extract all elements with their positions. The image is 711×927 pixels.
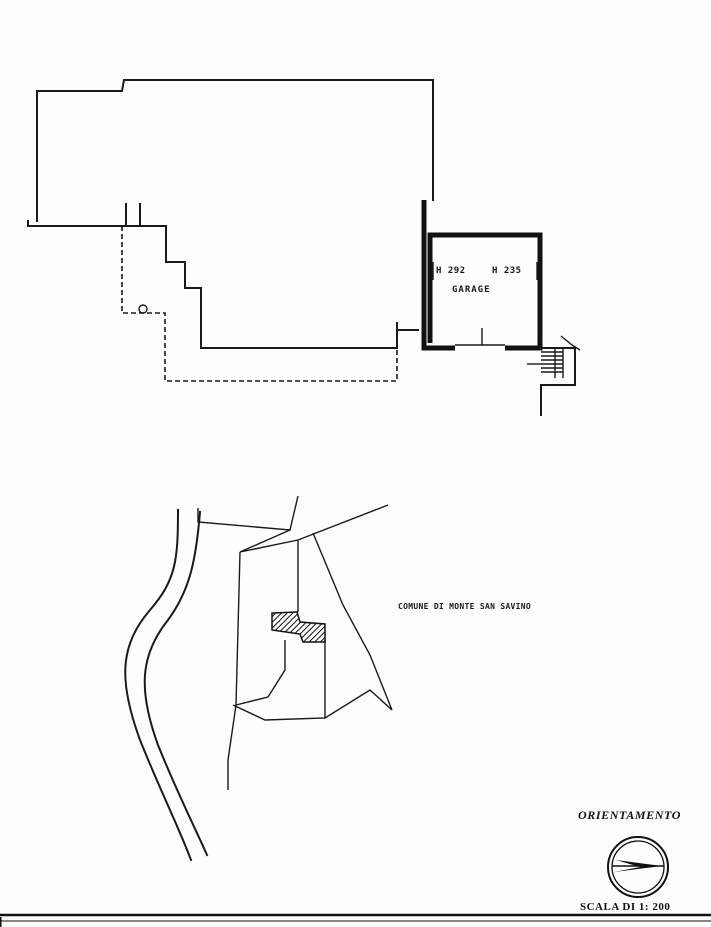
stair-arrow	[560, 335, 581, 351]
staircase-steps	[541, 348, 564, 378]
road-edge-right	[143, 510, 209, 857]
road-edge-left	[124, 508, 193, 862]
parcel-line	[232, 640, 326, 721]
municipality-label: COMUNE DI MONTE SAN SAVINO	[398, 602, 532, 611]
porch-dashed-outline	[121, 226, 398, 382]
parcel-line	[239, 504, 389, 553]
parcel-line	[227, 704, 237, 790]
parcel-line	[197, 495, 299, 531]
garage-outer-wall	[421, 200, 455, 351]
building-outline	[36, 79, 434, 222]
garage-height-right: H 235	[492, 266, 522, 276]
floor-plan	[27, 79, 581, 416]
orientation-title: ORIENTAMENTO	[578, 808, 682, 822]
parcel-line	[324, 689, 393, 719]
garage-label: GARAGE	[452, 285, 491, 295]
building-footprint	[271, 611, 326, 643]
building-outline-lower	[27, 220, 398, 349]
manhole-symbol	[138, 304, 148, 314]
scale-label: SCALA DI 1: 200	[580, 901, 671, 913]
garage-height-left: H 292	[436, 266, 466, 276]
parcel-line	[312, 532, 393, 711]
garage-wall-right	[427, 232, 543, 351]
parcel-line	[235, 551, 286, 706]
